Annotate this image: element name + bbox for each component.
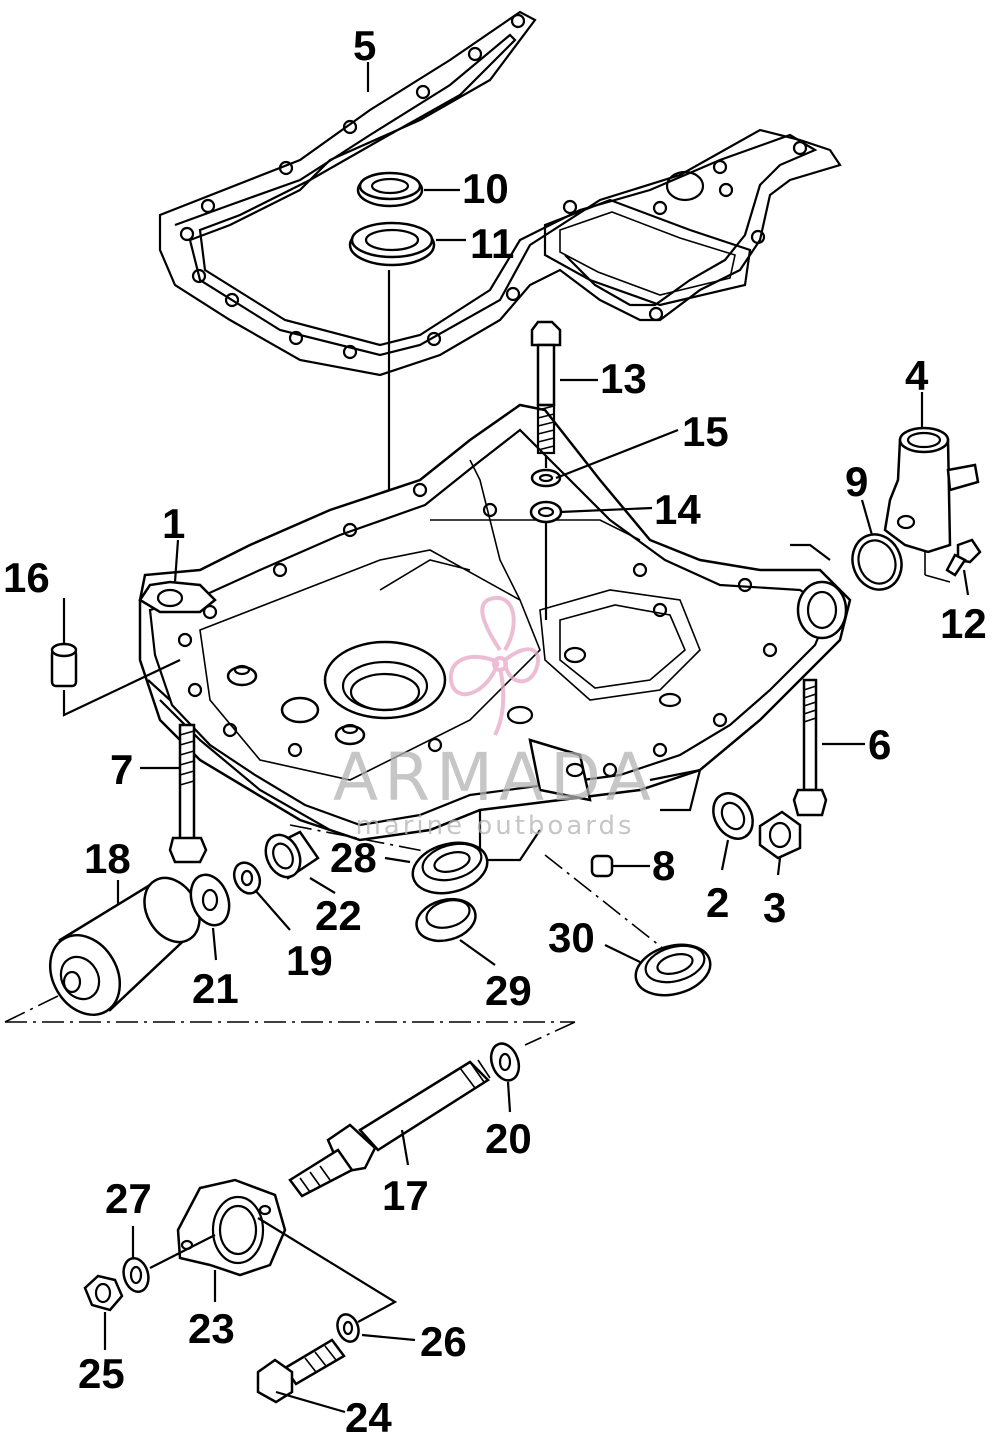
- callout-3: 3: [763, 884, 786, 931]
- callout-6: 6: [868, 721, 891, 768]
- callout-14: 14: [654, 486, 701, 533]
- projection-line-b: [544, 854, 666, 951]
- water-elbow-part-4: [883, 426, 980, 583]
- oil-filter-part-18: [48, 876, 201, 1016]
- washer-14-hole: [537, 506, 555, 518]
- nipple-part-19: [232, 861, 262, 895]
- bolt-part-7: [168, 723, 208, 864]
- washer-15-hole: [538, 473, 554, 483]
- nut-part-25: [83, 1274, 124, 1312]
- projection-line-c: [4, 994, 61, 1023]
- bearing-part-30: [634, 943, 712, 997]
- leader-flange-right: [257, 1217, 398, 1323]
- callout-10: 10: [462, 165, 509, 212]
- callout-29: 29: [485, 967, 532, 1014]
- callout-1: 1: [162, 500, 185, 547]
- bearing-part-28: [411, 841, 489, 895]
- washer-part-20: [489, 1042, 521, 1082]
- callout-30: 30: [548, 914, 595, 961]
- flange-part-23: [176, 1178, 287, 1277]
- drain-plug-part-3: [758, 810, 802, 860]
- stud-part-17: [288, 1059, 491, 1198]
- callout-2: 2: [706, 879, 729, 926]
- callout-16: 16: [3, 554, 50, 601]
- callout-5: 5: [353, 22, 376, 69]
- callout-13: 13: [600, 355, 647, 402]
- oil-seal-part-11: [348, 221, 436, 267]
- callout-20: 20: [485, 1115, 532, 1162]
- washer-part-26: [336, 1313, 360, 1343]
- watermark: ARMADA marine outboards: [333, 595, 657, 841]
- armada-logo-icon: [448, 595, 541, 736]
- o-ring-part-21: [189, 873, 231, 927]
- washer-part-15: [530, 468, 562, 488]
- bolt-part-12: [945, 538, 982, 577]
- callout-8: 8: [652, 842, 675, 889]
- callout-12: 12: [940, 600, 987, 647]
- callout-19: 19: [286, 937, 333, 984]
- washer-part-27: [122, 1257, 150, 1293]
- sleeve-part-22: [264, 830, 320, 880]
- bolt-part-24: [256, 1338, 346, 1404]
- gasket-part-5: [158, 10, 842, 377]
- dowel-pin-part-8: [590, 854, 614, 878]
- callout-9: 9: [845, 458, 868, 505]
- callout-21: 21: [192, 965, 239, 1012]
- callout-17: 17: [382, 1172, 429, 1219]
- callout-22: 22: [315, 892, 362, 939]
- callout-24: 24: [345, 1394, 392, 1436]
- callout-25: 25: [78, 1350, 125, 1397]
- leader-lines: [62, 62, 970, 1414]
- dowel-pin-part-16: [50, 642, 181, 717]
- callout-27: 27: [105, 1175, 152, 1222]
- callout-11: 11: [470, 220, 514, 267]
- projection-line-e: [524, 1021, 576, 1046]
- bolt-part-13: [530, 320, 562, 455]
- callout-26: 26: [420, 1318, 467, 1365]
- callout-23: 23: [188, 1305, 235, 1352]
- watermark-tagline: marine outboards: [355, 811, 634, 841]
- callout-15: 15: [682, 408, 729, 455]
- callout-7: 7: [110, 746, 133, 793]
- callout-28: 28: [330, 834, 377, 881]
- callout-labels: 5 10 11 13 4 15 9 14 1 16 12 6 7 18 28 8…: [3, 22, 987, 1436]
- callout-18: 18: [84, 835, 131, 882]
- leader-flange-left: [149, 1234, 216, 1269]
- washer-part-14: [529, 500, 563, 524]
- bolt-part-6: [792, 678, 828, 817]
- o-ring-part-9: [851, 533, 903, 591]
- oil-seal-part-29: [415, 897, 477, 943]
- callout-4: 4: [905, 352, 929, 399]
- gasket-part-2: [712, 792, 754, 840]
- watermark-brand: ARMADA: [333, 739, 657, 816]
- oil-seal-part-10: [356, 171, 424, 208]
